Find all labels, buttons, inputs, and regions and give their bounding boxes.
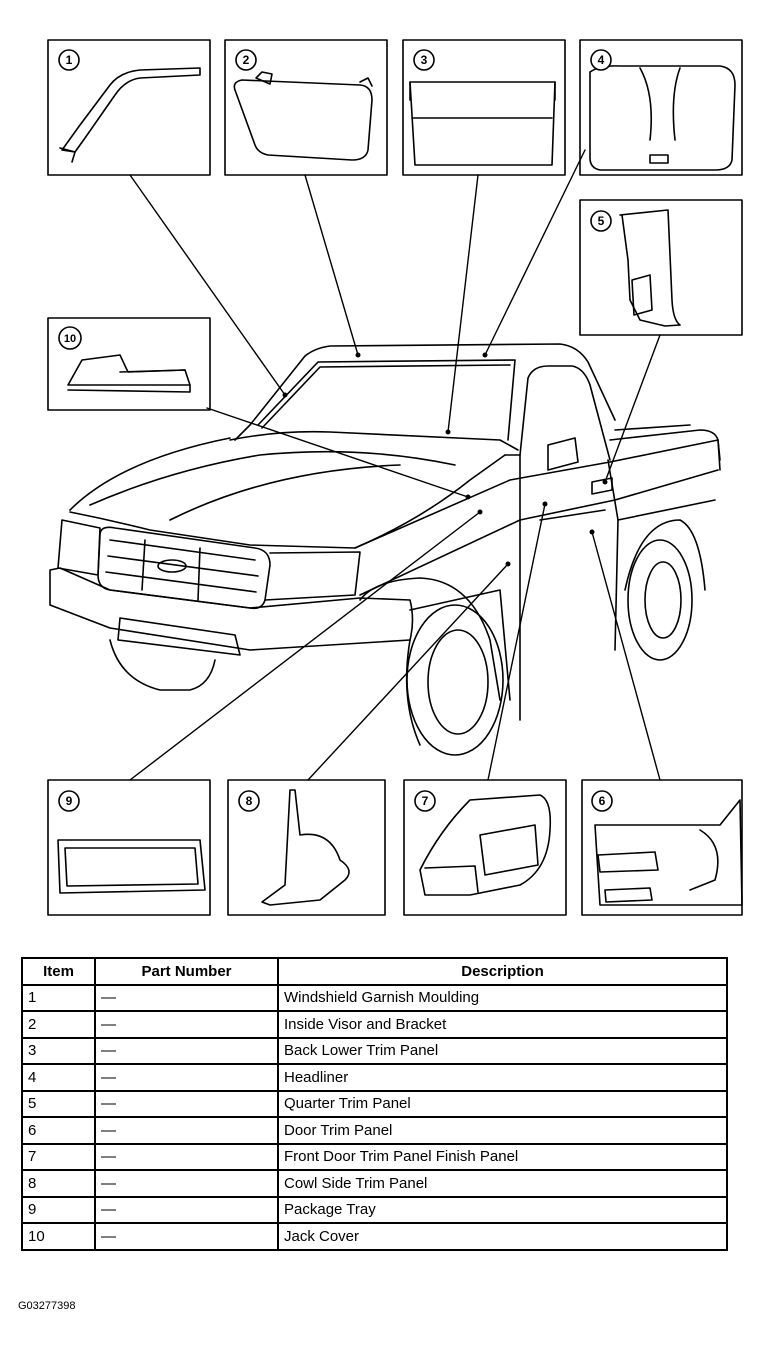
table-row: 6 — Door Trim Panel: [21, 1116, 728, 1145]
cell-part-number: —: [94, 1116, 279, 1145]
cell-description: Cowl Side Trim Panel: [277, 1169, 728, 1198]
table-header-row: Item Part Number Description: [21, 957, 728, 986]
callout-box-5: [579, 199, 743, 336]
cell-item: 7: [21, 1142, 96, 1171]
table-row: 2 — Inside Visor and Bracket: [21, 1010, 728, 1039]
callout-number-5: 5: [590, 210, 612, 232]
cell-description: Inside Visor and Bracket: [277, 1010, 728, 1039]
callout-box-7: [403, 779, 567, 916]
callout-number-9: 9: [58, 790, 80, 812]
cell-item: 9: [21, 1195, 96, 1224]
callout-number-3: 3: [413, 49, 435, 71]
figure-id: G03277398: [18, 1300, 76, 1312]
callout-number-4: 4: [590, 49, 612, 71]
callout-label-4: 4: [598, 53, 605, 67]
cell-description: Front Door Trim Panel Finish Panel: [277, 1142, 728, 1171]
cell-part-number: —: [94, 983, 279, 1012]
callout-number-6: 6: [591, 790, 613, 812]
callout-box-6: [581, 779, 743, 916]
cell-item: 5: [21, 1089, 96, 1118]
callout-box-2: [224, 39, 388, 176]
callout-label-7: 7: [422, 794, 429, 808]
table-row: 7 — Front Door Trim Panel Finish Panel: [21, 1142, 728, 1171]
callout-box-8: [227, 779, 386, 916]
callout-label-2: 2: [243, 53, 250, 67]
cell-item: 2: [21, 1010, 96, 1039]
cell-description: Door Trim Panel: [277, 1116, 728, 1145]
cell-description: Package Tray: [277, 1195, 728, 1224]
callout-number-1: 1: [58, 49, 80, 71]
callout-box-1: [47, 39, 211, 176]
parts-table: Item Part Number Description 1 — Windshi…: [21, 957, 728, 1251]
header-description: Description: [277, 957, 728, 986]
callout-number-10: 10: [58, 326, 82, 350]
cell-part-number: —: [94, 1036, 279, 1065]
cell-part-number: —: [94, 1063, 279, 1092]
callout-label-6: 6: [599, 794, 606, 808]
table-row: 4 — Headliner: [21, 1063, 728, 1092]
table-row: 9 — Package Tray: [21, 1195, 728, 1224]
callout-box-4: [579, 39, 743, 176]
cell-part-number: —: [94, 1195, 279, 1224]
callout-number-7: 7: [414, 790, 436, 812]
cell-description: Quarter Trim Panel: [277, 1089, 728, 1118]
cell-item: 3: [21, 1036, 96, 1065]
cell-description: Back Lower Trim Panel: [277, 1036, 728, 1065]
callout-box-3: [402, 39, 566, 176]
callout-label-8: 8: [246, 794, 253, 808]
cell-item: 6: [21, 1116, 96, 1145]
cell-part-number: —: [94, 1142, 279, 1171]
cell-item: 1: [21, 983, 96, 1012]
header-part-number: Part Number: [94, 957, 279, 986]
cell-part-number: —: [94, 1169, 279, 1198]
header-item: Item: [21, 957, 96, 986]
callout-box-10: [47, 317, 211, 411]
callout-label-5: 5: [598, 214, 605, 228]
table-row: 10 — Jack Cover: [21, 1222, 728, 1251]
table-row: 8 — Cowl Side Trim Panel: [21, 1169, 728, 1198]
cell-description: Jack Cover: [277, 1222, 728, 1251]
callout-label-3: 3: [421, 53, 428, 67]
cell-part-number: —: [94, 1089, 279, 1118]
cell-item: 4: [21, 1063, 96, 1092]
table-row: 5 — Quarter Trim Panel: [21, 1089, 728, 1118]
cell-description: Windshield Garnish Moulding: [277, 983, 728, 1012]
leader-lines: [129, 149, 661, 781]
callout-label-9: 9: [66, 794, 73, 808]
truck-trim-diagram: 1 2 3 4 5 6 7 8: [47, 39, 743, 916]
cell-item: 10: [21, 1222, 96, 1251]
callout-number-2: 2: [235, 49, 257, 71]
callout-box-9: [47, 779, 211, 916]
pickup-truck-illustration: [49, 343, 721, 756]
callout-number-8: 8: [238, 790, 260, 812]
table-row: 1 — Windshield Garnish Moulding: [21, 983, 728, 1012]
cell-description: Headliner: [277, 1063, 728, 1092]
callout-label-1: 1: [66, 53, 73, 67]
leader-dots: [282, 352, 608, 567]
callout-label-10: 10: [64, 333, 76, 345]
cell-part-number: —: [94, 1222, 279, 1251]
table-row: 3 — Back Lower Trim Panel: [21, 1036, 728, 1065]
cell-part-number: —: [94, 1010, 279, 1039]
cell-item: 8: [21, 1169, 96, 1198]
